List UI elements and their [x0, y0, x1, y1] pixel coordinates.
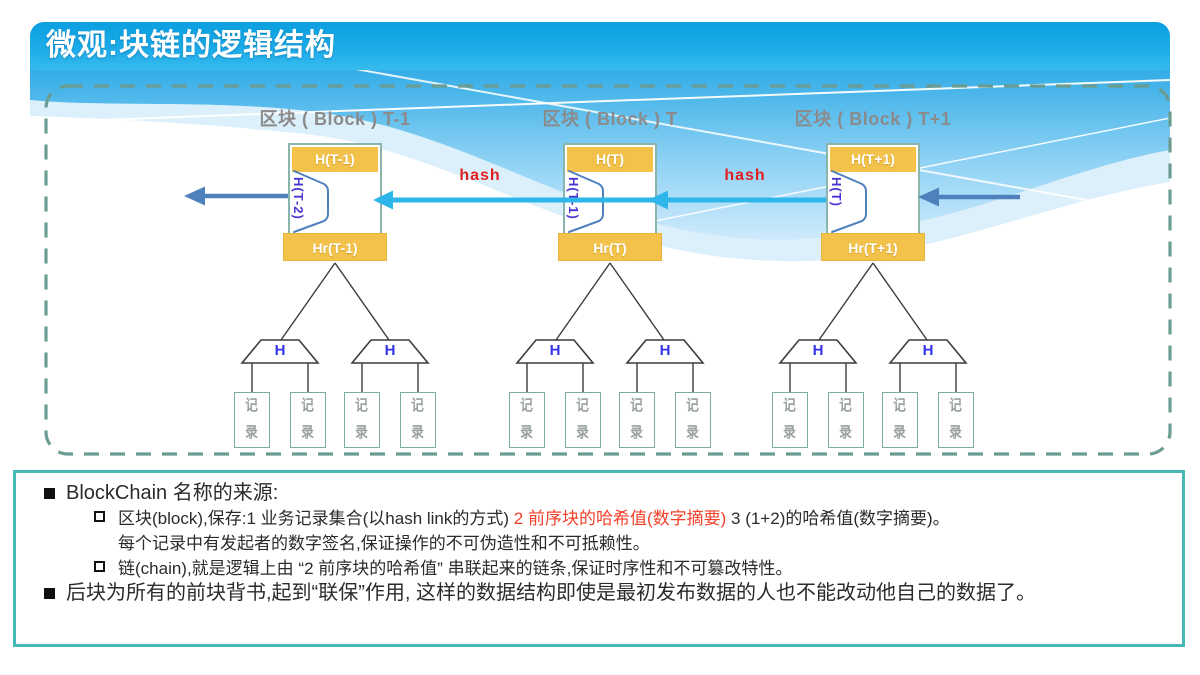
prev-hash-label: H(T-1)	[566, 177, 581, 220]
block-header-hash: H(T+1)	[830, 147, 916, 172]
block-group: 区块 ( Block ) T-1 H(T-1) Hr(T-1) H(T-2) H…	[175, 105, 495, 453]
record-char-top: 记	[893, 397, 907, 414]
record-char-top: 记	[783, 397, 797, 414]
hash-label: hash	[724, 167, 766, 184]
record-leaf: 记录	[509, 392, 545, 448]
record-char-top: 记	[411, 397, 425, 414]
hollow-square-bullet-icon	[94, 511, 105, 522]
block-root-hash: Hr(T)	[558, 233, 662, 261]
record-leaf: 记录	[400, 392, 436, 448]
note-sub1-pre: 区块(block),保存:1 业务记录集合(以hash link的方式)	[118, 509, 510, 528]
record-char-bottom: 录	[783, 424, 797, 441]
block-group: 区块 ( Block ) T+1 H(T+1) Hr(T+1) H(T) H H…	[713, 105, 1033, 453]
record-leaf: 记录	[619, 392, 655, 448]
record-leaf: 记录	[772, 392, 808, 448]
hash-node-shape	[625, 339, 705, 364]
record-leaf: 记录	[938, 392, 974, 448]
record-leaf: 记录	[234, 392, 270, 448]
note-heading-row: BlockChain 名称的来源:	[44, 481, 1168, 506]
filled-square-bullet-icon	[44, 588, 55, 599]
note-bullet2-row: 后块为所有的前块背书,起到“联保”作用, 这样的数据结构即使是最初发布数据的人也…	[44, 581, 1168, 606]
prev-hash-funnel-shape	[568, 170, 604, 233]
merkle-tree	[515, 170, 705, 392]
record-char-top: 记	[355, 397, 369, 414]
record-char-bottom: 录	[839, 424, 853, 441]
filled-square-bullet-icon	[44, 488, 55, 499]
note-sub1-row: 区块(block),保存:1 业务记录集合(以hash link的方式) 2 前…	[94, 506, 1168, 556]
slide-title: 微观:块链的逻辑结构	[46, 29, 336, 62]
notes-panel: BlockChain 名称的来源: 区块(block),保存:1 业务记录集合(…	[13, 470, 1185, 647]
record-char-top: 记	[301, 397, 315, 414]
block-title: 区块 ( Block ) T+1	[794, 109, 952, 129]
merkle-hash-node-label: H	[812, 342, 824, 359]
record-char-top: 记	[686, 397, 700, 414]
note-sub1: 区块(block),保存:1 业务记录集合(以hash link的方式) 2 前…	[118, 506, 1168, 556]
record-char-bottom: 录	[686, 424, 700, 441]
tree-edge	[555, 262, 611, 341]
tree-edge	[818, 262, 874, 341]
title-banner: 微观:块链的逻辑结构	[30, 22, 1170, 70]
note-sub1-red: 2 前序块的哈希值(数字摘要)	[509, 509, 732, 528]
merkle-tree	[778, 170, 968, 392]
prev-hash-funnel-shape	[293, 170, 329, 233]
block-root-hash: Hr(T+1)	[821, 233, 925, 261]
note-bullet2: 后块为所有的前块背书,起到“联保”作用, 这样的数据结构即使是最初发布数据的人也…	[66, 582, 1036, 604]
merkle-hash-node-label: H	[274, 342, 286, 359]
hash-label: hash	[459, 167, 501, 184]
record-char-bottom: 录	[949, 424, 963, 441]
record-leaf: 记录	[828, 392, 864, 448]
record-char-bottom: 录	[301, 424, 315, 441]
prev-hash-label: H(T-2)	[291, 177, 306, 220]
tree-edge	[609, 262, 665, 341]
record-char-top: 记	[245, 397, 259, 414]
note-sub2: 链(chain),就是逻辑上由 “2 前序块的哈希值” 串联起来的链条,保证时序…	[118, 559, 793, 578]
record-leaf: 记录	[290, 392, 326, 448]
merkle-hash-node-label: H	[549, 342, 561, 359]
block-box: H(T-1) Hr(T-1)	[283, 143, 387, 261]
record-char-bottom: 录	[245, 424, 259, 441]
prev-hash-label: H(T)	[829, 177, 844, 207]
merkle-hash-node-label: H	[384, 342, 396, 359]
tree-edge	[280, 262, 336, 341]
note-sub1-cont: 每个记录中有发起者的数字签名,保证操作的不可伪造性和不可抵赖性。	[118, 534, 650, 553]
merkle-hash-node-label: H	[922, 342, 934, 359]
record-char-bottom: 录	[355, 424, 369, 441]
record-char-bottom: 录	[893, 424, 907, 441]
note-sub1-post: 3 (1+2)的哈希值(数字摘要)。	[731, 509, 950, 528]
record-char-bottom: 录	[576, 424, 590, 441]
record-char-bottom: 录	[411, 424, 425, 441]
record-char-bottom: 录	[630, 424, 644, 441]
block-header-hash: H(T)	[567, 147, 653, 172]
hash-node-shape	[778, 339, 858, 364]
note-sub2-row: 链(chain),就是逻辑上由 “2 前序块的哈希值” 串联起来的链条,保证时序…	[94, 556, 1168, 581]
record-char-top: 记	[630, 397, 644, 414]
block-header-hash: H(T-1)	[292, 147, 378, 172]
record-char-top: 记	[949, 397, 963, 414]
dashed-frame	[44, 84, 1172, 456]
record-leaf: 记录	[344, 392, 380, 448]
hash-node-shape	[240, 339, 320, 364]
block-title: 区块 ( Block ) T-1	[259, 109, 411, 129]
hollow-square-bullet-icon	[94, 561, 105, 572]
hash-node-shape	[350, 339, 430, 364]
record-char-top: 记	[839, 397, 853, 414]
record-char-bottom: 录	[520, 424, 534, 441]
record-leaf: 记录	[882, 392, 918, 448]
record-leaf: 记录	[565, 392, 601, 448]
note-heading: BlockChain 名称的来源:	[66, 482, 279, 504]
prev-hash-funnel-shape	[831, 170, 867, 233]
record-char-top: 记	[520, 397, 534, 414]
merkle-tree	[240, 170, 430, 392]
block-title: 区块 ( Block ) T	[542, 109, 678, 129]
merkle-hash-node-label: H	[659, 342, 671, 359]
block-root-hash: Hr(T-1)	[283, 233, 387, 261]
hash-node-shape	[515, 339, 595, 364]
record-char-top: 记	[576, 397, 590, 414]
tree-edge	[334, 262, 390, 341]
record-leaf: 记录	[675, 392, 711, 448]
tree-edge	[872, 262, 928, 341]
hash-node-shape	[888, 339, 968, 364]
